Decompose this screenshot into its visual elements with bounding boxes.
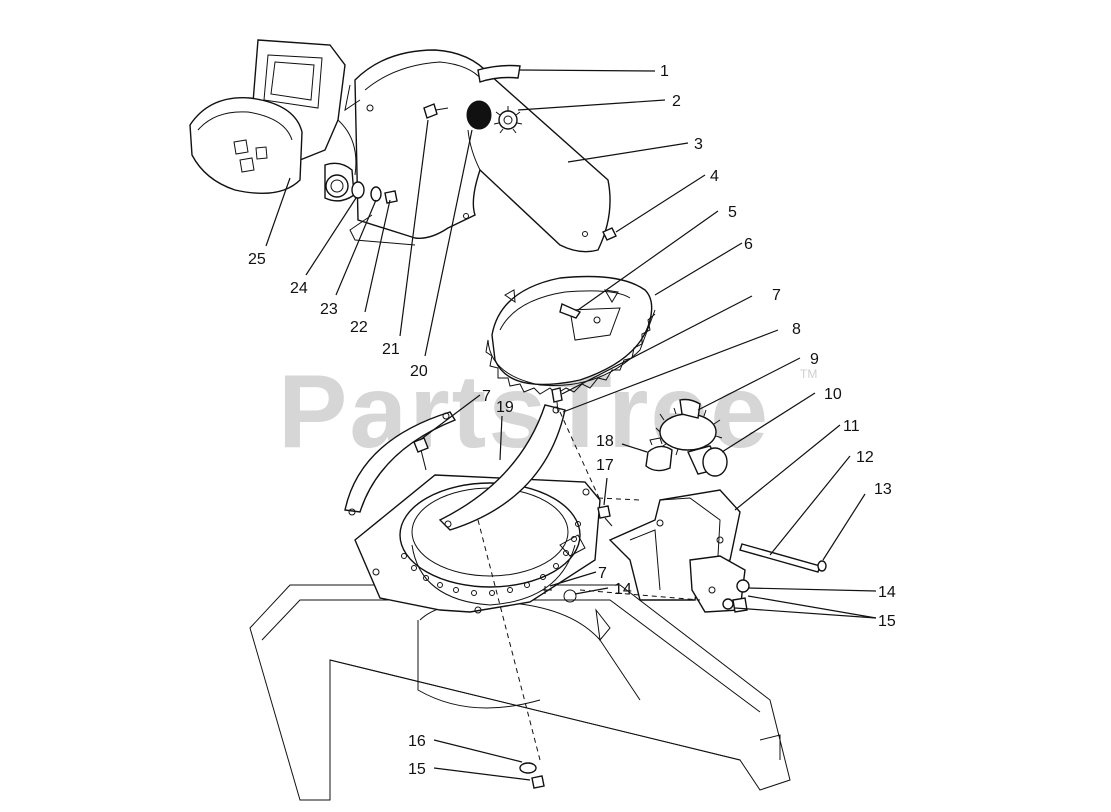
callout-19: 19 [496, 399, 514, 416]
callout-8: 8 [792, 321, 801, 338]
upper-chute-hood [189, 39, 357, 202]
callout-22: 22 [350, 319, 368, 336]
leader-lines [265, 69, 877, 781]
callout-23: 23 [320, 301, 338, 318]
chute-base-ring [354, 474, 601, 614]
callout-14-right: 14 [878, 584, 896, 601]
callout-25: 25 [248, 251, 266, 268]
callout-14-lower: 14 [614, 581, 632, 598]
callout-13: 13 [874, 481, 892, 498]
bracket-assembly [608, 489, 827, 613]
callout-12: 12 [856, 449, 874, 466]
callout-9: 9 [810, 351, 819, 368]
callout-7-lower: 7 [598, 565, 607, 582]
gear-assembly [645, 398, 728, 477]
callout-6: 6 [744, 236, 753, 253]
callout-7-left: 7 [482, 388, 491, 405]
callout-11: 11 [843, 418, 860, 435]
callout-17: 17 [596, 457, 614, 474]
callout-4: 4 [710, 168, 719, 185]
callout-5: 5 [728, 204, 737, 221]
chute-deflector [344, 49, 611, 253]
callout-21: 21 [382, 341, 400, 358]
callout-16: 16 [408, 733, 426, 750]
watermark-trademark: TM [800, 367, 817, 381]
callout-24: 24 [290, 280, 308, 297]
callout-15-right: 15 [878, 613, 896, 630]
ring-holes [372, 488, 590, 614]
callout-3: 3 [694, 136, 703, 153]
callout-1: 1 [660, 63, 669, 80]
callout-7: 7 [772, 287, 781, 304]
callout-2: 2 [672, 93, 681, 110]
assembly-guides [477, 411, 701, 761]
callout-10: 10 [824, 386, 842, 403]
callout-labels: 1 2 3 4 5 6 7 8 9 10 11 12 13 14 15 16 1… [248, 63, 896, 778]
callout-20: 20 [410, 363, 428, 380]
callout-18: 18 [596, 433, 614, 450]
callout-15-bottom: 15 [408, 761, 426, 778]
